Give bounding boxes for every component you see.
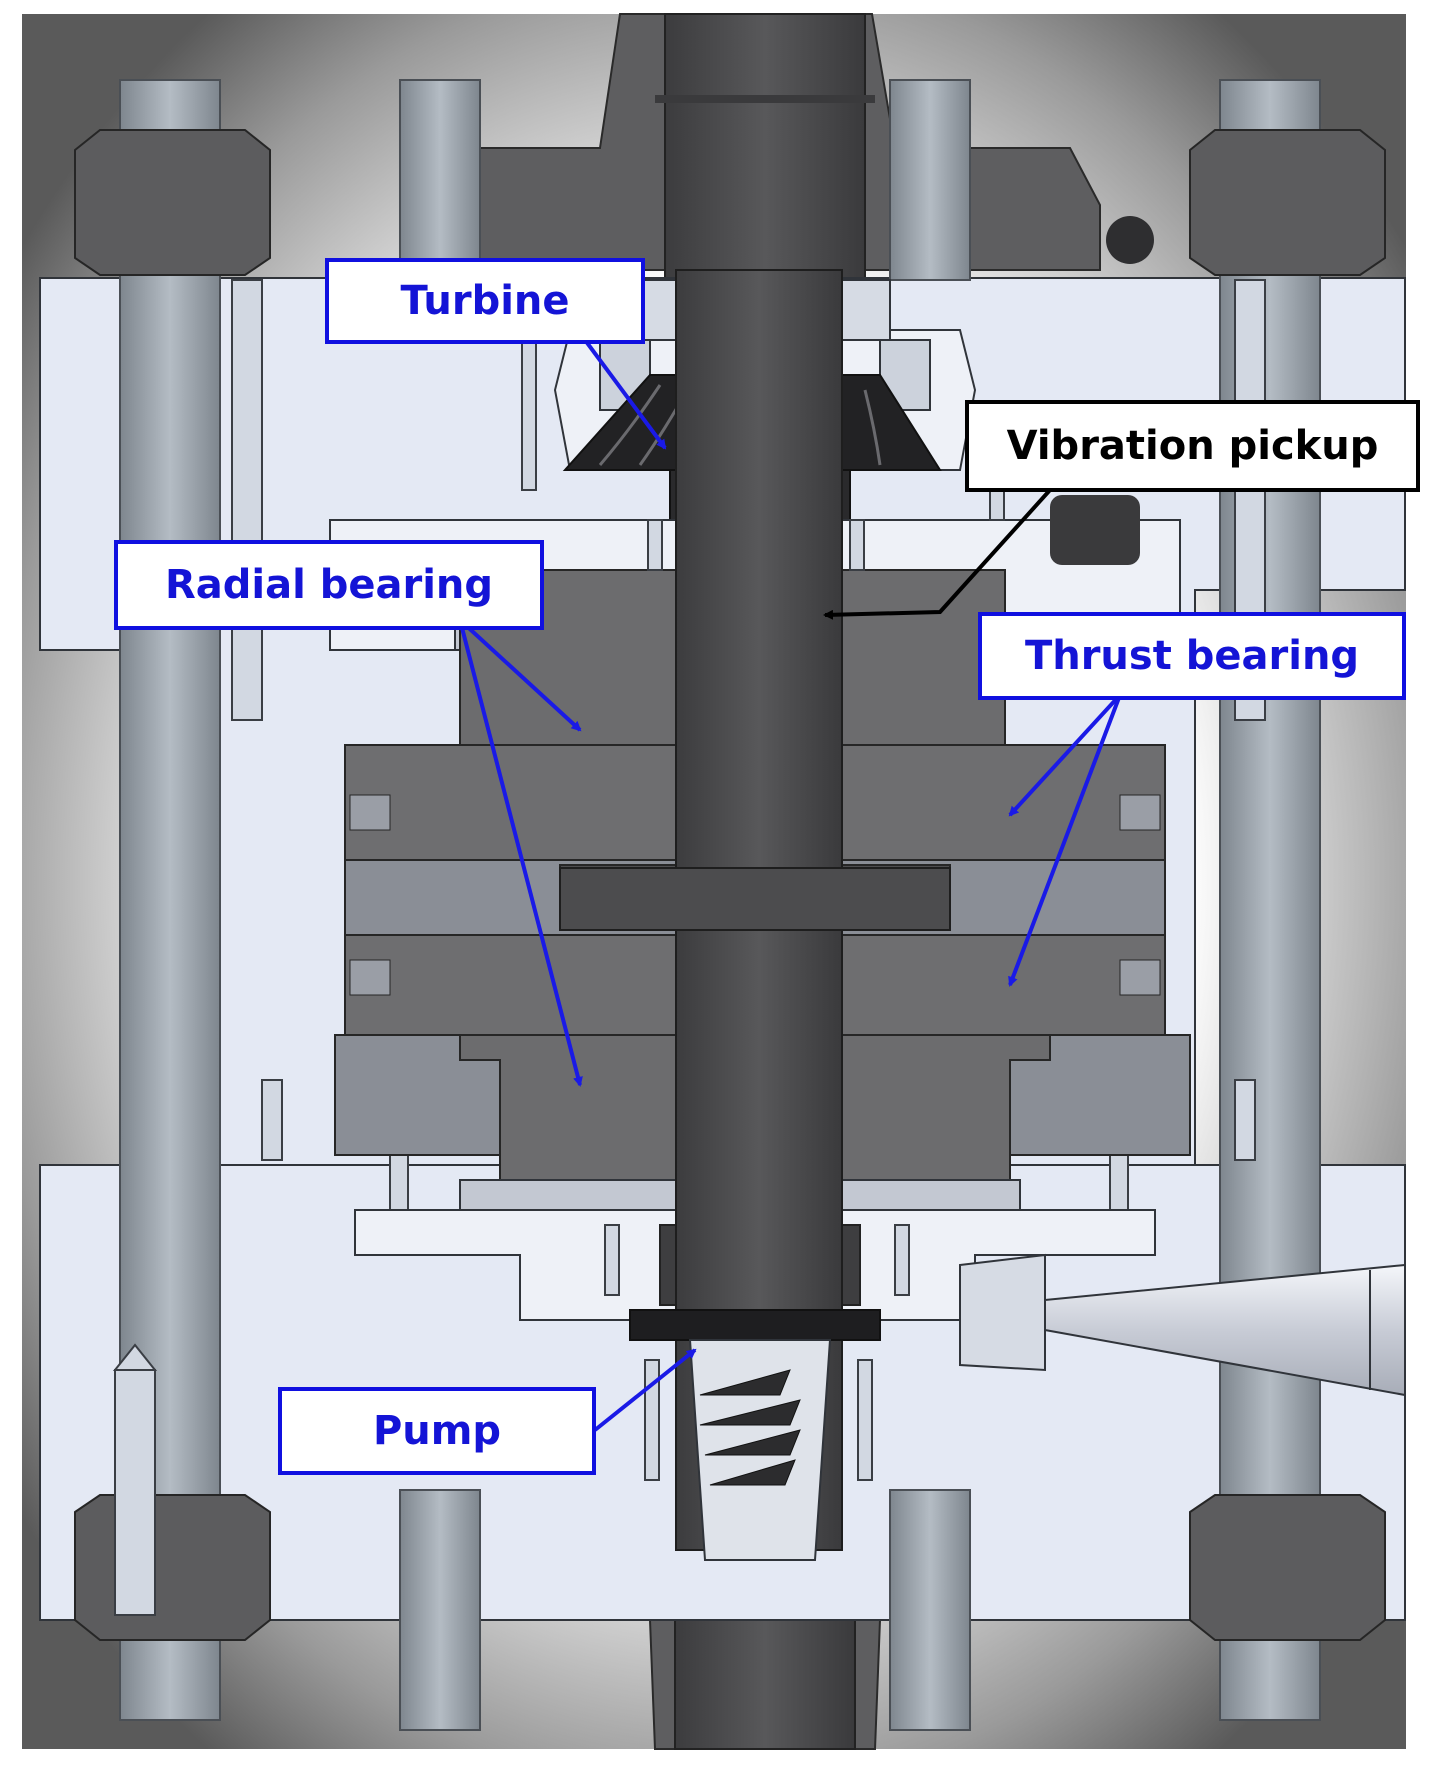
vibration-pickup-arrow (823, 488, 1052, 620)
thrust-bearing-label: Thrust bearing (978, 612, 1406, 700)
small-bolts (521, 289, 1005, 1481)
radial-bearing-arrow-lower (458, 619, 583, 1087)
pump-impeller (629, 1309, 881, 1561)
radial-bearing-arrow-upper (458, 618, 582, 732)
leader-arrows (458, 338, 1122, 1432)
vibration-pickup-label: Vibration pickup (965, 400, 1420, 492)
pump-inlet (959, 1253, 1406, 1397)
turbine-arrow (583, 338, 667, 450)
thrust-bearing-arrow-upper (1008, 693, 1122, 817)
pump-label: Pump (278, 1387, 596, 1475)
thrust-collar (559, 867, 951, 931)
turbine-label: Turbine (325, 258, 645, 344)
tie-rods (119, 79, 1321, 1731)
pump-arrow (593, 1348, 697, 1432)
thrust-bearing-arrow-lower (1008, 694, 1122, 987)
radial-bearing-label: Radial bearing (114, 540, 544, 630)
